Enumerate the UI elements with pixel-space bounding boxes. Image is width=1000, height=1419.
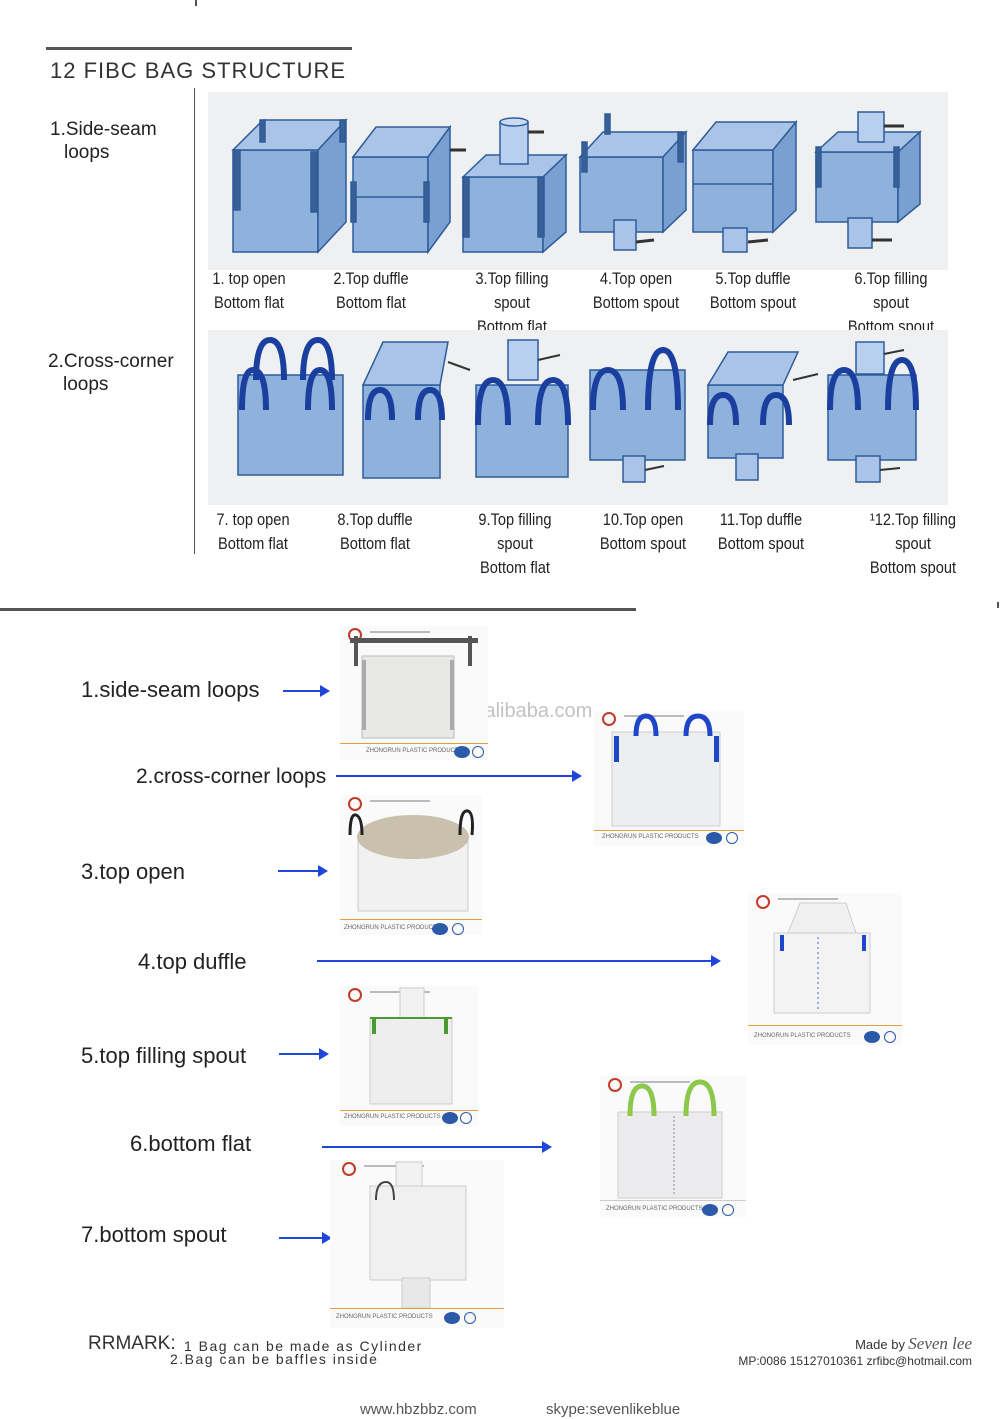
- contact-info: MP:0086 15127010361 zrfibc@hotmail.com: [738, 1354, 972, 1368]
- page-title: 12 FIBC BAG STRUCTURE: [50, 58, 347, 83]
- skype-contact[interactable]: skype:sevenlikeblue: [546, 1401, 681, 1418]
- arrow-3: [278, 865, 328, 877]
- bag-diagram-4: [578, 113, 688, 251]
- signature: Seven lee: [908, 1334, 972, 1353]
- photo-top-filling-spout-bag: ZHONGRUN PLASTIC PRODUCTS: [340, 986, 478, 1126]
- arrow-7: [279, 1232, 332, 1244]
- photo-label-side-seam: 1.side-seam loops: [81, 677, 260, 702]
- bag-diagram-9: [475, 339, 571, 478]
- bag-diagram-8: [361, 341, 471, 479]
- brand-logo-icon: [608, 1078, 622, 1092]
- arrow-5: [279, 1048, 329, 1060]
- arrow-4: [317, 955, 721, 967]
- photo-bottom-flat-bag: ZHONGRUN PLASTIC PRODUCTS: [600, 1076, 746, 1218]
- arrow-6: [322, 1141, 552, 1153]
- arrow-1: [283, 685, 330, 697]
- photo-label-top-filling-spout: 5.top filling spout: [81, 1043, 247, 1068]
- bag-diagram-10: [589, 346, 686, 483]
- photo-caption: ZHONGRUN PLASTIC PRODUCTS: [366, 748, 463, 754]
- cross-corner-diagram: [208, 330, 948, 505]
- bag-diagram-5: [691, 119, 798, 253]
- right-tick: [997, 602, 999, 608]
- photo-label-top-duffle: 4.top duffle: [138, 949, 247, 974]
- bag-diagram-12: [827, 341, 919, 483]
- top-tick: [195, 0, 197, 6]
- remark-line-2: 2.Bag can be baffles inside: [170, 1351, 379, 1367]
- row-label-cross-corner: 2.Cross-corner loops: [48, 351, 174, 395]
- arrow-2: [336, 770, 582, 782]
- bag-diagram-7: [237, 336, 344, 476]
- photo-label-bottom-flat: 6.bottom flat: [130, 1131, 252, 1156]
- section-divider: [0, 608, 636, 611]
- side-seam-diagram: [208, 92, 948, 270]
- photo-cross-corner-bag: ZHONGRUN PLASTIC PRODUCTS: [594, 710, 744, 846]
- vertical-divider: [194, 88, 195, 554]
- made-by: Made by Seven lee: [855, 1334, 972, 1353]
- brand-logo-icon: [602, 712, 616, 726]
- remark-line-1: 1 Bag can be made as Cylinder: [184, 1338, 423, 1354]
- bag-diagram-3: [461, 117, 568, 254]
- photo-label-bottom-spout: 7.bottom spout: [81, 1222, 227, 1247]
- photo-side-seam-bag: ZHONGRUN PLASTIC PRODUCTS: [340, 626, 488, 760]
- photo-label-cross-corner: 2.cross-corner loops: [136, 765, 327, 788]
- row-label-side-seam: 1.Side-seam loops: [50, 119, 157, 163]
- bag-diagram-11: [706, 351, 819, 481]
- brand-logo-icon: [342, 1162, 356, 1176]
- bag-diagram-1: [231, 118, 348, 254]
- photo-label-top-open: 3.top open: [81, 859, 185, 884]
- bag-diagram-2: [350, 124, 466, 255]
- website-link[interactable]: www.hbzbbz.com: [360, 1401, 477, 1418]
- photo-bottom-spout-bag: ZHONGRUN PLASTIC PRODUCTS: [330, 1160, 504, 1328]
- brand-logo-icon: [348, 797, 362, 811]
- bag-diagram-6: [814, 111, 922, 249]
- brand-logo-icon: [348, 988, 362, 1002]
- title-rule: [46, 47, 352, 50]
- brand-logo-icon: [756, 895, 770, 909]
- remark-title: RRMARK:: [88, 1333, 176, 1354]
- photo-top-open-bag: ZHONGRUN PLASTIC PRODUCTS: [340, 795, 482, 935]
- photo-top-duffle-bag: ZHONGRUN PLASTIC PRODUCTS: [748, 893, 902, 1045]
